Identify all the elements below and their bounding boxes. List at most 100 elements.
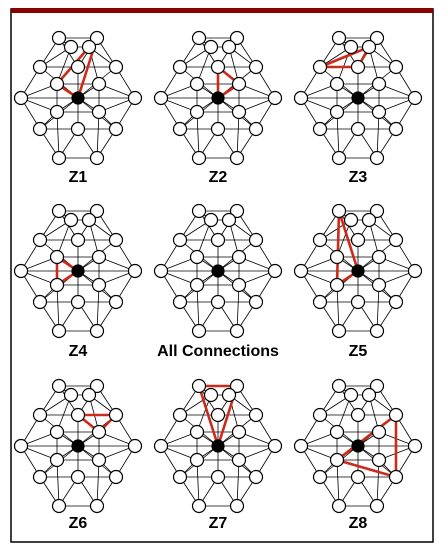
lattice-edge xyxy=(56,459,60,507)
lattice-atom xyxy=(70,294,86,310)
lattice-atom xyxy=(267,90,283,106)
lattice-panel xyxy=(293,378,423,514)
lattice-atom xyxy=(153,263,169,279)
lattice-atom xyxy=(210,469,226,485)
lattice-atom xyxy=(127,438,143,454)
lattice-edge xyxy=(236,111,240,159)
lattice-atom xyxy=(267,263,283,279)
panel-label-z6: Z6 xyxy=(69,515,88,532)
lattice-atom xyxy=(51,150,67,166)
lattice-atom xyxy=(331,378,347,394)
lattice-edge xyxy=(56,111,60,159)
lattice-atom xyxy=(371,424,387,440)
lattice-atom xyxy=(89,323,105,339)
lattice-atom xyxy=(108,232,124,248)
figure-top-bar xyxy=(11,8,433,13)
lattice-atom xyxy=(70,121,86,137)
lattice-atom xyxy=(267,438,283,454)
lattice-atom xyxy=(331,203,347,219)
highlight-edge xyxy=(335,413,398,462)
lattice-atom xyxy=(63,387,79,403)
panel-label-all-connections: All Connections xyxy=(157,343,279,360)
lattice-atom xyxy=(407,90,423,106)
lattice-atom xyxy=(329,277,345,293)
lattice-atom xyxy=(91,277,107,293)
lattice-atom xyxy=(331,30,347,46)
lattice-atom xyxy=(210,121,226,137)
panels-layer xyxy=(13,30,423,514)
lattice-edge xyxy=(236,284,240,332)
lattice-atom xyxy=(91,249,107,265)
lattice-atom xyxy=(369,378,385,394)
lattice-atom xyxy=(91,424,107,440)
panel-label-z2: Z2 xyxy=(209,169,228,186)
lattice-atom xyxy=(49,104,65,120)
lattice-atom xyxy=(91,76,107,92)
lattice-edge xyxy=(336,284,340,332)
lattice-atom xyxy=(407,263,423,279)
lattice-atom xyxy=(13,438,29,454)
lattice-atom xyxy=(49,249,65,265)
lattice-edge xyxy=(96,459,100,507)
lattice-atom xyxy=(312,469,328,485)
lattice-atom xyxy=(51,203,67,219)
lattice-atom xyxy=(388,121,404,137)
lattice-atom xyxy=(361,39,377,55)
center-atom xyxy=(71,91,85,105)
lattice-atom xyxy=(108,469,124,485)
lattice-atom xyxy=(189,104,205,120)
lattice-atom xyxy=(191,203,207,219)
lattice-atom xyxy=(172,121,188,137)
lattice-atom xyxy=(293,90,309,106)
lattice-atom xyxy=(350,469,366,485)
lattice-edge xyxy=(336,459,340,507)
lattice-atom xyxy=(70,469,86,485)
lattice-atom xyxy=(172,407,188,423)
lattice-atom xyxy=(350,59,366,75)
lattice-atom xyxy=(329,249,345,265)
lattice-atom xyxy=(350,121,366,137)
center-atom xyxy=(351,264,365,278)
highlight-edge xyxy=(335,458,398,479)
lattice-atom xyxy=(329,76,345,92)
lattice-atom xyxy=(81,387,97,403)
center-atom xyxy=(211,91,225,105)
lattice-edge xyxy=(236,459,240,507)
lattice-atom xyxy=(331,323,347,339)
highlight-edge xyxy=(197,384,220,448)
lattice-atom xyxy=(221,39,237,55)
lattice-atom xyxy=(191,30,207,46)
lattice-atom xyxy=(49,76,65,92)
highlight-edge xyxy=(335,209,341,287)
lattice-atom xyxy=(293,263,309,279)
panel-label-z4: Z4 xyxy=(69,343,88,360)
lattice-atom xyxy=(49,277,65,293)
lattice-atom xyxy=(32,407,48,423)
lattice-atom xyxy=(13,90,29,106)
lattice-atom xyxy=(210,232,226,248)
lattice-atom xyxy=(91,452,107,468)
lattice-edge xyxy=(56,284,60,332)
lattice-atom xyxy=(371,277,387,293)
lattice-atom xyxy=(108,59,124,75)
lattice-atom xyxy=(343,39,359,55)
lattice-panel xyxy=(13,30,143,166)
center-atom xyxy=(351,439,365,453)
lattice-atom xyxy=(248,294,264,310)
lattice-atom xyxy=(32,59,48,75)
lattice-atom xyxy=(153,438,169,454)
lattice-atom xyxy=(89,30,105,46)
lattice-atom xyxy=(70,407,86,423)
lattice-atom xyxy=(32,232,48,248)
lattice-atom xyxy=(191,498,207,514)
lattice-atom xyxy=(371,452,387,468)
lattice-atom xyxy=(189,277,205,293)
lattice-atom xyxy=(70,59,86,75)
lattice-edge xyxy=(336,111,340,159)
lattice-atom xyxy=(312,121,328,137)
lattice-atom xyxy=(369,323,385,339)
lattice-atom xyxy=(248,121,264,137)
lattice-atom xyxy=(127,90,143,106)
lattice-atom xyxy=(229,30,245,46)
lattice-atom xyxy=(229,498,245,514)
